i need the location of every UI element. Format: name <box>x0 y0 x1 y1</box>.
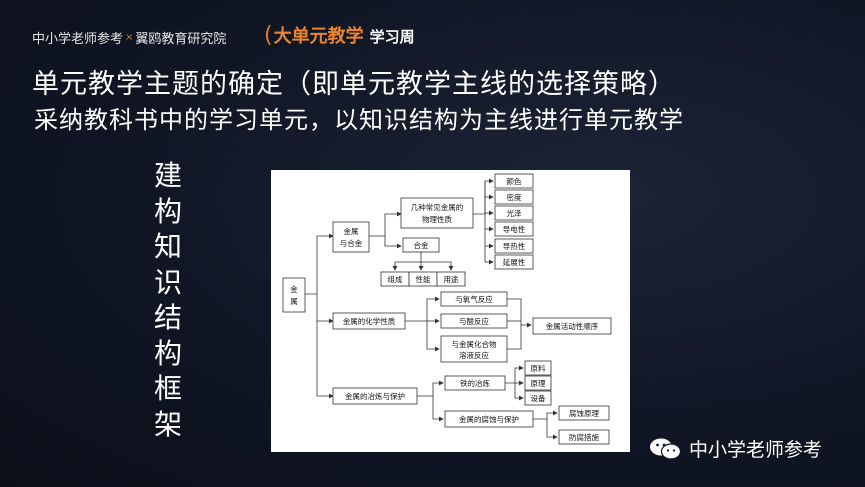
reaction-item: 与酸反应 <box>459 316 489 326</box>
svg-text:金属的腐蚀与保护: 金属的腐蚀与保护 <box>459 414 519 424</box>
brand-main: 大单元教学 <box>273 26 364 47</box>
vertical-char: 识 <box>153 265 182 299</box>
org-separator: × <box>125 32 134 43</box>
property-item: 导电性 <box>503 224 526 234</box>
node-corrosion-protection: 金属的腐蚀与保护 <box>444 410 534 428</box>
brand-arc-icon: ( <box>264 23 273 48</box>
header-orgs: 中小学老师参考 × 翼鸥教育研究院 <box>32 28 226 47</box>
reaction-item-line-1: 与金属化合物 <box>452 339 497 349</box>
vertical-char: 知 <box>153 230 182 263</box>
node-activity-series: 金属活动性顺序 <box>532 317 612 335</box>
svg-text:金属的冶炼与保护: 金属的冶炼与保护 <box>345 391 405 401</box>
connector-lines <box>305 178 558 440</box>
svg-text:与合金: 与合金 <box>340 238 363 248</box>
iron-children: 原料 原理 设备 <box>524 360 552 406</box>
node-root: 金 属 <box>282 277 306 313</box>
vertical-char: 构 <box>153 194 182 228</box>
corrosion-child: 防腐措施 <box>569 432 599 442</box>
iron-child: 原理 <box>531 379 546 388</box>
brand-logo: ( 大单元教学 学习周 <box>264 22 415 48</box>
svg-text:金属: 金属 <box>344 226 359 236</box>
org-name-2: 翼鸥教育研究院 <box>135 32 227 47</box>
node-iron-smelting: 铁的冶炼 <box>444 375 506 391</box>
vertical-title: 建 构 知 识 结 构 框 架 <box>150 158 186 442</box>
alloy-child: 性能 <box>416 274 431 284</box>
reaction-item: 与氧气反应 <box>455 294 493 304</box>
reaction-item-line-2: 溶液反应 <box>459 350 489 360</box>
property-item: 颜色 <box>507 176 522 186</box>
reaction-list: 与氧气反应 与酸反应 与金属化合物 溶液反应 <box>440 291 508 363</box>
slide-subtitle: 采纳教科书中的学习单元，以知识结构为主线进行单元教学 <box>34 106 684 134</box>
svg-text:金属活动性顺序: 金属活动性顺序 <box>546 321 599 331</box>
iron-child: 原料 <box>531 363 546 373</box>
brand-sub: 学习周 <box>369 28 415 46</box>
node-metal-and-alloy: 金属 与合金 <box>332 221 370 253</box>
node-chemical-properties: 金属的化学性质 <box>332 312 406 330</box>
node-root-label-2: 属 <box>290 297 298 306</box>
watermark: 中小学老师参考 <box>649 435 822 462</box>
property-item: 密度 <box>507 192 522 202</box>
alloy-children: 组成 性能 用途 <box>380 271 466 287</box>
property-item: 延展性 <box>503 257 526 267</box>
vertical-char: 构 <box>153 336 182 370</box>
alloy-child: 用途 <box>444 274 459 284</box>
property-item: 导热性 <box>503 241 526 251</box>
wechat-icon <box>649 437 683 461</box>
vertical-char: 框 <box>153 372 182 405</box>
slide-title: 单元教学主题的确定（即单元教学主线的选择策略） <box>32 69 676 100</box>
svg-text:物理性质: 物理性质 <box>422 214 452 224</box>
corrosion-child: 腐蚀原理 <box>569 408 599 418</box>
svg-text:几种常见金属的: 几种常见金属的 <box>411 202 464 212</box>
alloy-child: 组成 <box>388 274 403 284</box>
node-alloy: 合金 <box>402 237 440 253</box>
iron-child: 设备 <box>531 393 546 403</box>
node-smelting-protection: 金属的冶炼与保护 <box>332 387 418 405</box>
node-root-label-1: 金 <box>290 284 298 294</box>
vertical-char: 建 <box>153 159 182 192</box>
watermark-text: 中小学老师参考 <box>689 439 823 461</box>
property-item: 光泽 <box>507 208 522 218</box>
knowledge-structure-diagram: 金 属 金属 与合金 几种常见金属的 物理性质 颜色 密度 光泽 导电性 导热性… <box>271 170 630 452</box>
corrosion-children: 腐蚀原理 防腐措施 <box>558 405 610 445</box>
vertical-char: 结 <box>153 301 182 334</box>
node-physical-properties: 几种常见金属的 物理性质 <box>400 197 474 229</box>
svg-text:合金: 合金 <box>414 240 429 250</box>
org-name-1: 中小学老师参考 <box>32 32 124 47</box>
svg-text:金属的化学性质: 金属的化学性质 <box>343 316 396 326</box>
svg-text:铁的冶炼: 铁的冶炼 <box>460 378 490 388</box>
property-list: 颜色 密度 光泽 导电性 导热性 延展性 <box>494 173 534 270</box>
vertical-char: 架 <box>153 407 182 441</box>
